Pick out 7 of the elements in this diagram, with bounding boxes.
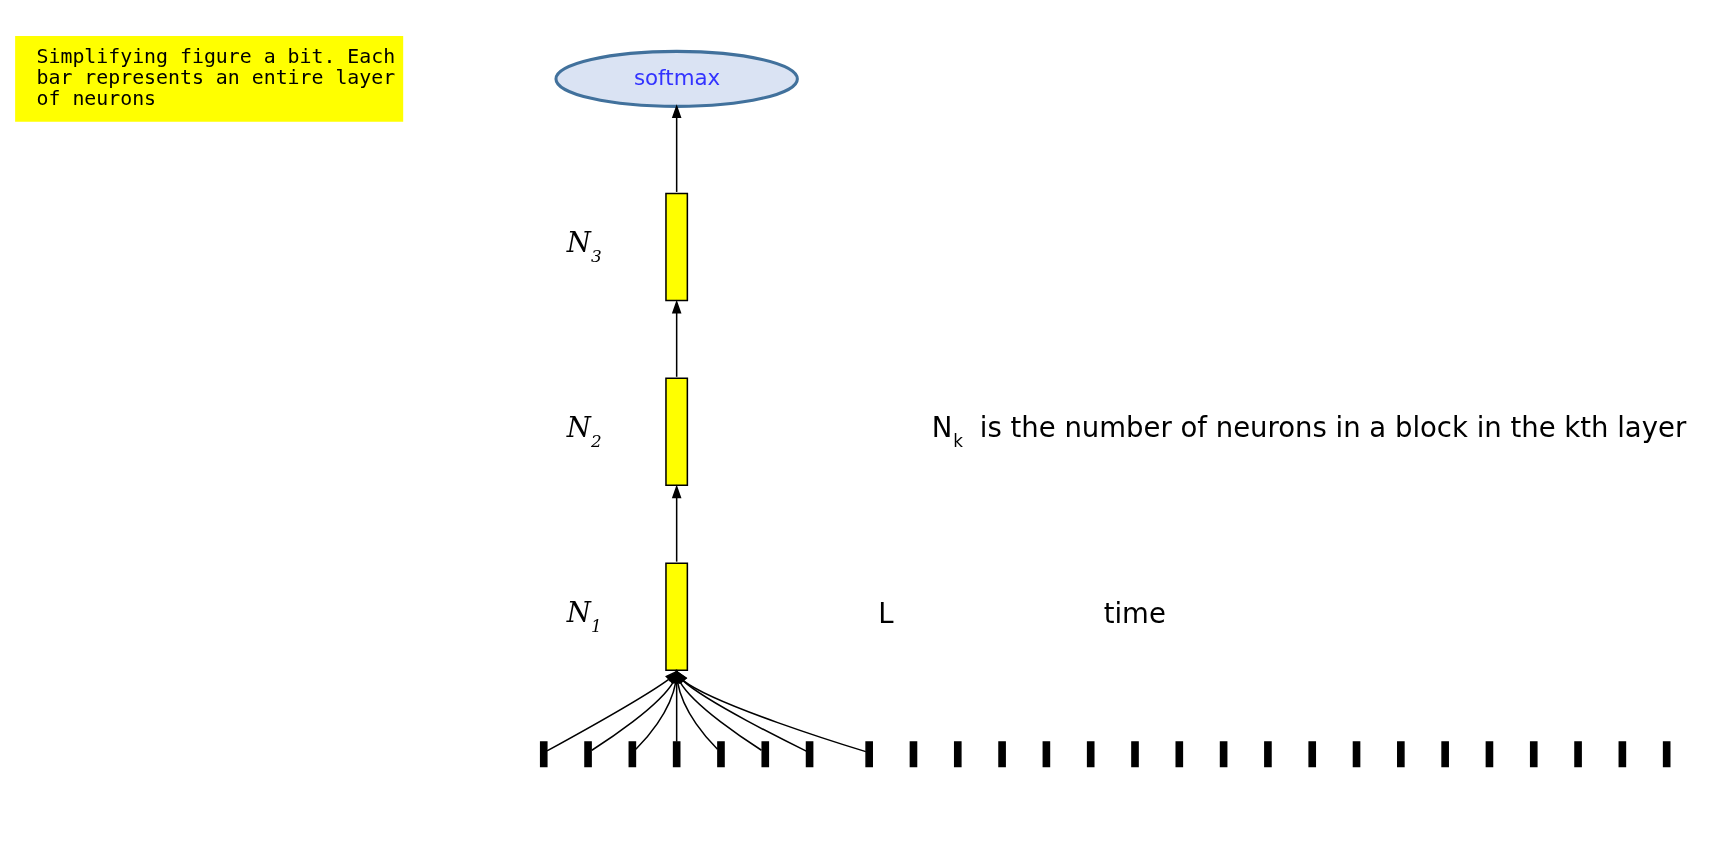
label: N$_{k}$ is the number of neurons in a block in the kth layer [931, 410, 1687, 451]
label: Simplifying figure a bit. Each bar represents an entire layer of neurons [36, 44, 396, 110]
node-label: N$_{1}$ [566, 595, 602, 636]
label: time [1103, 596, 1166, 629]
node-label: N$_{3}$ [566, 225, 602, 266]
node-label: N$_{2}$ [566, 410, 602, 451]
label: L [878, 596, 894, 629]
